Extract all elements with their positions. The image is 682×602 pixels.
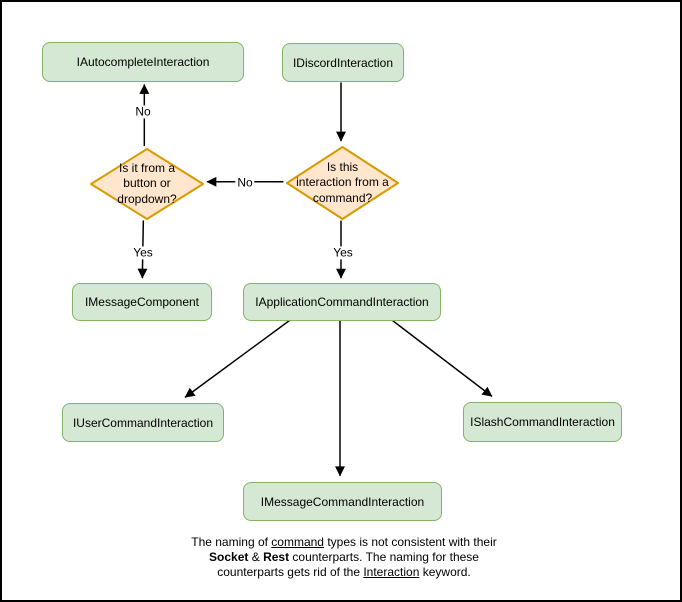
node-label: ISlashCommandInteraction bbox=[470, 415, 615, 429]
node-iapplicationcommandinteraction: IApplicationCommandInteraction bbox=[243, 283, 441, 321]
node-islashcommandinteraction: ISlashCommandInteraction bbox=[463, 402, 622, 442]
node-label: IAutocompleteInteraction bbox=[76, 55, 210, 69]
decision-from-command: Is this interaction from a command? bbox=[285, 145, 400, 221]
decision-label: Is it from a button or dropdown? bbox=[117, 160, 177, 206]
node-label: IDiscordInteraction bbox=[292, 55, 394, 70]
diamond-shape bbox=[286, 146, 399, 220]
edge-label-no-to-autocomplete: No bbox=[133, 104, 153, 119]
node-imessagecomponent: IMessageComponent bbox=[72, 283, 212, 321]
node-iusercommandinteraction: IUserCommandInteraction bbox=[62, 403, 224, 442]
node-label: IUserCommandInteraction bbox=[72, 415, 214, 430]
naming-note: The naming of command types is not consi… bbox=[191, 535, 497, 579]
node-imessagecommandinteraction: IMessageCommandInteraction bbox=[243, 482, 442, 521]
edge-application-to-user-command bbox=[184, 319, 291, 398]
node-iautocompleteinteraction: IAutocompleteInteraction bbox=[42, 42, 244, 82]
edge-label-yes-to-application-command: Yes bbox=[331, 245, 355, 260]
node-label: IMessageComponent bbox=[84, 295, 200, 309]
node-idiscordinteraction: IDiscordInteraction bbox=[282, 43, 404, 82]
edge-label-yes-to-message-component: Yes bbox=[131, 245, 155, 260]
node-label: IApplicationCommandInteraction bbox=[255, 295, 429, 309]
decision-label: Is this interaction from a command? bbox=[296, 159, 389, 205]
node-label: IMessageCommandInteraction bbox=[260, 494, 425, 509]
edge-application-to-slash-command bbox=[391, 319, 493, 397]
decision-button-or-dropdown: Is it from a button or dropdown? bbox=[89, 147, 205, 221]
edge-label-no-between-decisions: No bbox=[235, 175, 255, 190]
diamond-shape bbox=[90, 148, 204, 220]
